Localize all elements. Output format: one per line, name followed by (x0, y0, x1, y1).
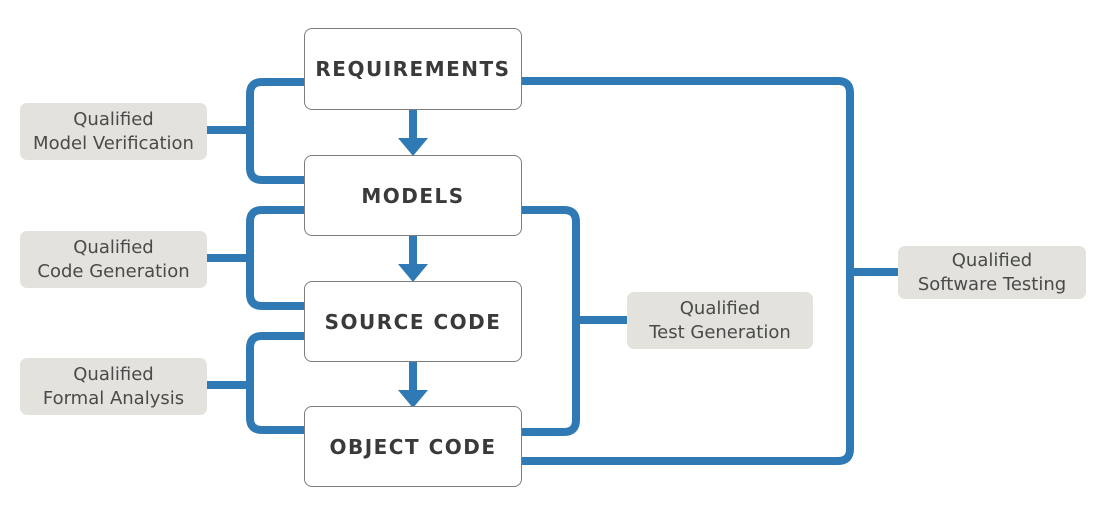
test-generation-line2: Test Generation (649, 321, 791, 343)
software-testing-tag: Qualified Software Testing (898, 246, 1086, 299)
test-generation-line1: Qualified (679, 297, 761, 319)
source-code-label: SOURCE CODE (324, 309, 502, 334)
models-label: MODELS (361, 183, 465, 208)
object-code-label: OBJECT CODE (329, 434, 497, 459)
source-code-box: SOURCE CODE (304, 281, 522, 362)
requirements-box: REQUIREMENTS (304, 28, 522, 110)
formal-analysis-line2: Formal Analysis (42, 387, 185, 409)
models-box: MODELS (304, 155, 522, 236)
code-generation-tag: Qualified Code Generation (20, 231, 207, 288)
arrowhead-source-object (398, 390, 428, 408)
test-generation-bracket (521, 206, 580, 436)
requirements-label: REQUIREMENTS (315, 57, 511, 81)
software-testing-line2: Software Testing (917, 273, 1067, 295)
code-generation-bracket (246, 206, 304, 310)
software-testing-bracket (521, 77, 854, 465)
arrowhead-requirements-models (398, 138, 428, 156)
test-generation-tag: Qualified Test Generation (627, 292, 813, 349)
formal-analysis-tag: Qualified Formal Analysis (20, 358, 207, 415)
code-generation-line1: Qualified (73, 236, 154, 258)
arrowhead-models-source (398, 264, 428, 282)
code-generation-line2: Code Generation (37, 260, 190, 282)
model-verification-line2: Model Verification (33, 132, 194, 154)
model-verification-bracket (246, 78, 304, 184)
formal-analysis-line1: Qualified (73, 363, 154, 385)
model-verification-tag: Qualified Model Verification (20, 103, 207, 160)
model-verification-line1: Qualified (73, 108, 154, 130)
object-code-box: OBJECT CODE (304, 406, 522, 487)
software-testing-line1: Qualified (951, 249, 1033, 271)
formal-analysis-bracket (246, 332, 304, 434)
